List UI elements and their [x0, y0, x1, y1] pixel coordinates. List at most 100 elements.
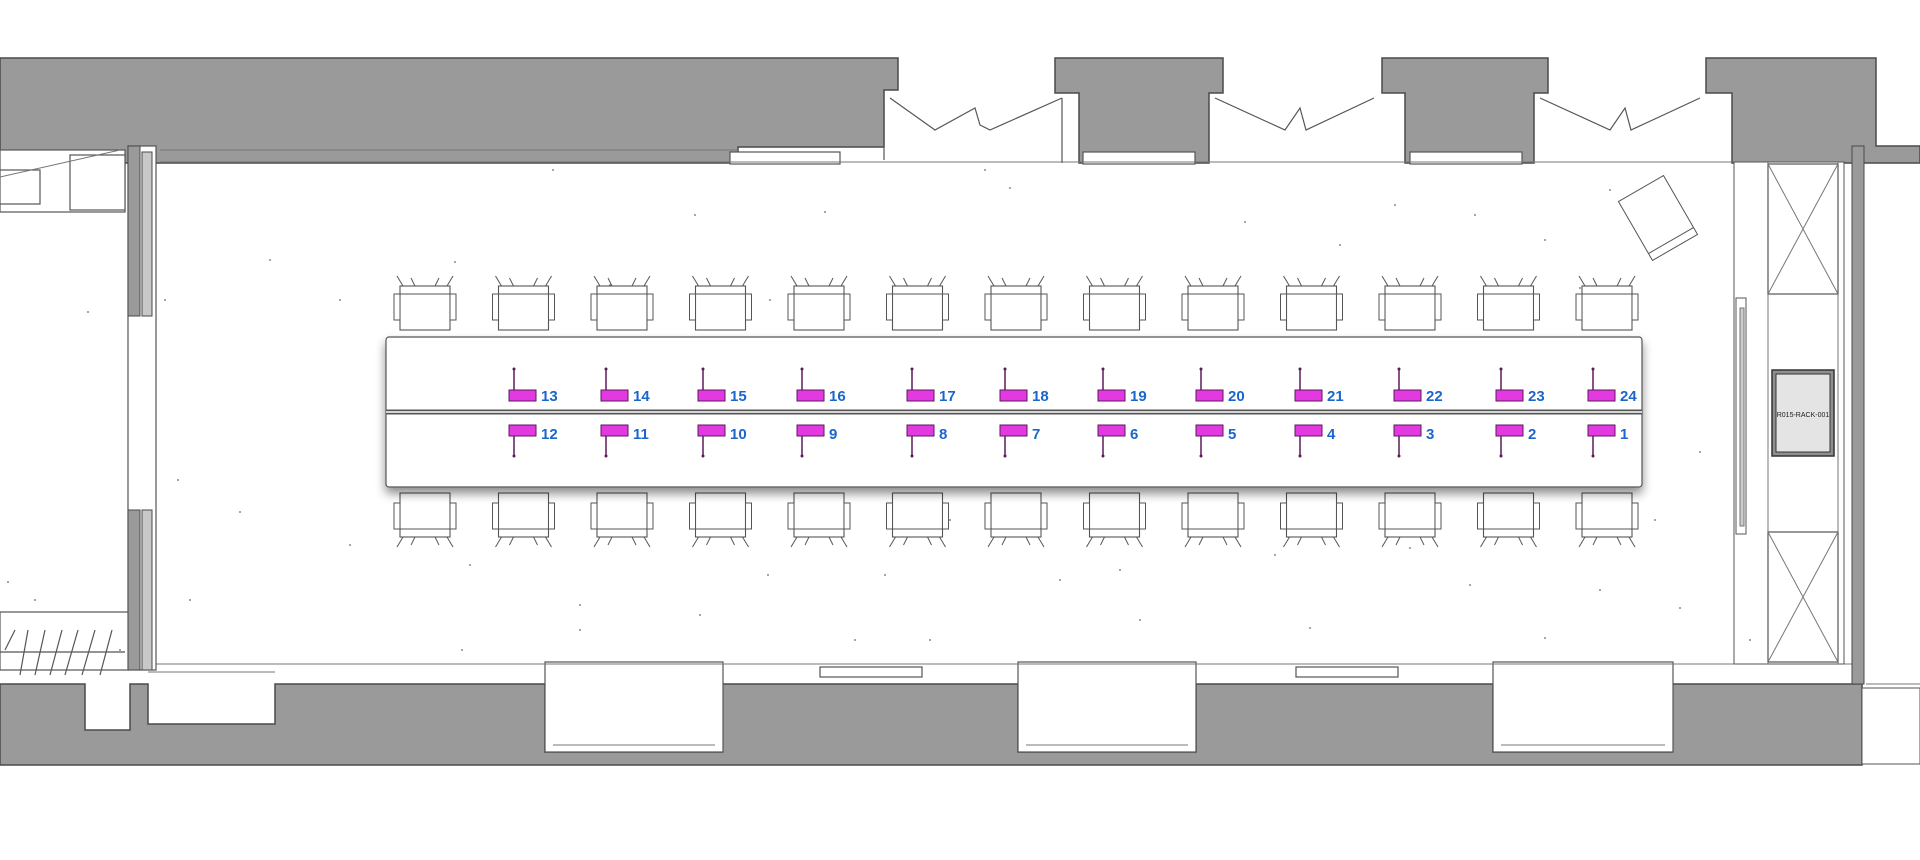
workstation: 9 — [796, 424, 837, 458]
floor-dot — [1749, 639, 1751, 641]
floor-dot — [824, 211, 826, 213]
floor-dot — [579, 629, 581, 631]
station-number: 7 — [1032, 426, 1040, 443]
chair — [491, 275, 556, 331]
floor-dot — [854, 639, 856, 641]
monitor-stand — [1499, 454, 1503, 458]
workstation: 7 — [999, 424, 1040, 458]
monitor — [796, 424, 825, 437]
chair — [1575, 275, 1639, 331]
server-room: R015-RACK-001 — [1733, 145, 1920, 765]
station-number: 17 — [939, 388, 956, 405]
workstation: 5 — [1195, 424, 1236, 458]
chairs-bottom-row — [393, 492, 1639, 548]
floor-dot — [694, 214, 696, 216]
chair — [787, 275, 851, 331]
floor-dot — [34, 599, 36, 601]
floor-dot — [929, 639, 931, 641]
monitor — [697, 424, 726, 437]
chair — [885, 275, 950, 331]
floor-dot — [1409, 547, 1411, 549]
station-number: 23 — [1528, 388, 1545, 405]
monitor — [1195, 424, 1224, 437]
workstation: 22 — [1393, 367, 1443, 405]
floor-dot — [949, 519, 951, 521]
monitor-stand — [1003, 454, 1007, 458]
monitor — [1495, 389, 1524, 402]
floor-dot — [1599, 589, 1601, 591]
chair — [1181, 492, 1245, 548]
floor-dot — [7, 581, 9, 583]
chair — [1378, 275, 1442, 331]
station-number: 10 — [730, 426, 747, 443]
station-number: 15 — [730, 388, 747, 405]
floor-texture — [7, 169, 1751, 651]
floor-dot — [1244, 221, 1246, 223]
monitor — [1495, 424, 1524, 437]
chair — [787, 492, 851, 548]
workstation: 17 — [906, 367, 956, 405]
monitor — [1393, 424, 1422, 437]
station-number: 14 — [633, 388, 650, 405]
monitor-stand — [1298, 454, 1302, 458]
floor-dot — [1274, 554, 1276, 556]
monitor-stand — [1591, 454, 1595, 458]
floor-dot — [1309, 627, 1311, 629]
floor-dot — [1339, 244, 1341, 246]
monitor-stand — [800, 454, 804, 458]
chair — [393, 492, 457, 548]
monitor-stand — [512, 367, 516, 371]
station-number: 16 — [829, 388, 846, 405]
floor-dot — [1544, 239, 1546, 241]
floor-dot — [177, 479, 179, 481]
monitor — [1195, 389, 1224, 402]
monitor-stand — [1199, 367, 1203, 371]
monitor-stand — [800, 367, 804, 371]
floor-dot — [269, 259, 271, 261]
floor-dot — [239, 511, 241, 513]
monitor — [796, 389, 825, 402]
chair — [1476, 492, 1541, 548]
monitor — [600, 389, 629, 402]
monitor-stand — [1499, 367, 1503, 371]
monitor-stand — [910, 454, 914, 458]
monitor — [508, 424, 537, 437]
monitor — [1097, 424, 1126, 437]
top-wall — [0, 57, 1920, 164]
floor-dot — [769, 299, 771, 301]
workstation: 6 — [1097, 424, 1138, 458]
station-number: 18 — [1032, 388, 1049, 405]
monitor-stand — [604, 367, 608, 371]
chair — [590, 275, 654, 331]
station-number: 20 — [1228, 388, 1245, 405]
monitor-stand — [1003, 367, 1007, 371]
workstation: 1 — [1587, 424, 1628, 458]
floor-dot — [1009, 187, 1011, 189]
chair — [491, 492, 556, 548]
monitor-stand — [1298, 367, 1302, 371]
floor-dot — [1139, 619, 1141, 621]
monitor-stand — [1101, 454, 1105, 458]
chair — [688, 275, 753, 331]
floor-dot — [1654, 519, 1656, 521]
floor-dot — [1679, 607, 1681, 609]
chair — [1082, 492, 1147, 548]
floor-dot — [552, 169, 554, 171]
floor-dot — [699, 614, 701, 616]
chair — [885, 492, 950, 548]
monitor-stand — [1397, 367, 1401, 371]
floor-dot — [339, 299, 341, 301]
station-number: 11 — [633, 426, 649, 443]
monitor — [906, 389, 935, 402]
floor-dot — [1699, 451, 1701, 453]
left-partition — [0, 145, 157, 676]
chair — [393, 275, 457, 331]
workstation: 19 — [1097, 367, 1147, 405]
monitor — [1587, 424, 1616, 437]
station-number: 21 — [1327, 388, 1344, 405]
station-number: 4 — [1327, 426, 1336, 443]
workstation: 16 — [796, 367, 846, 405]
workstation: 3 — [1393, 424, 1434, 458]
floor-dot — [1544, 637, 1546, 639]
